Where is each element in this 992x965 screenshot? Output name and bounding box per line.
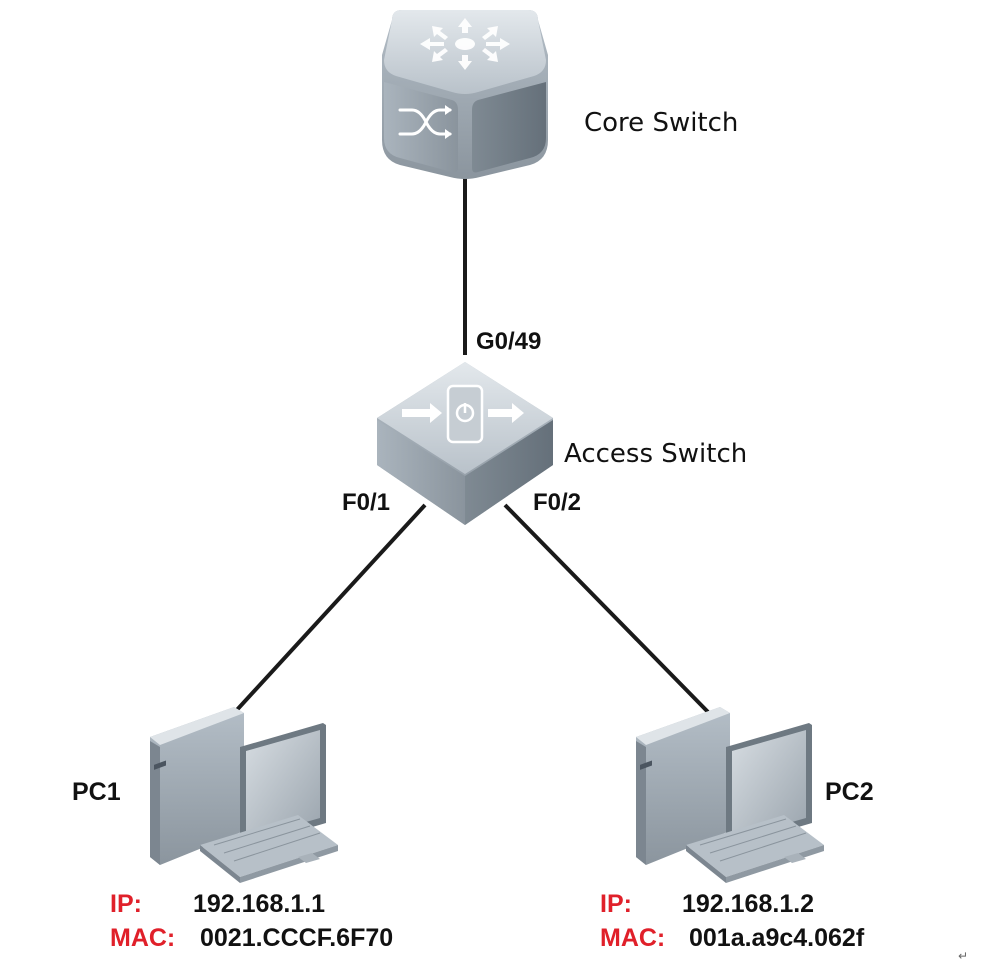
desktop-pc-icon: [150, 707, 338, 883]
pc1-ip-value: 192.168.1.1: [193, 890, 325, 918]
link-access-pc2: [503, 503, 710, 714]
pc1-label: PC1: [72, 778, 121, 806]
pc2-label: PC2: [825, 778, 874, 806]
link-access-pc1: [233, 503, 427, 714]
desktop-pc-icon: [636, 707, 824, 883]
access-switch-label: Access Switch: [564, 439, 747, 469]
pc2-mac-value: 001a.a9c4.062f: [689, 924, 865, 952]
pc2-ip-key: IP:: [600, 890, 632, 918]
port-label-uplink: G0/49: [476, 328, 541, 355]
core-switch-label: Core Switch: [584, 108, 738, 138]
pc1-ip-key: IP:: [110, 890, 142, 918]
pc1-mac-key: MAC:: [110, 924, 175, 952]
pc2-mac-key: MAC:: [600, 924, 665, 952]
paragraph-mark: ↵: [958, 949, 968, 963]
pc1-mac-value: 0021.CCCF.6F70: [200, 924, 393, 952]
port-label-f0-2: F0/2: [533, 489, 581, 516]
port-label-f0-1: F0/1: [342, 489, 390, 516]
layer3-switch-icon: [382, 10, 548, 179]
access-switch-icon: [377, 362, 553, 525]
pc2-ip-value: 192.168.1.2: [682, 890, 814, 918]
